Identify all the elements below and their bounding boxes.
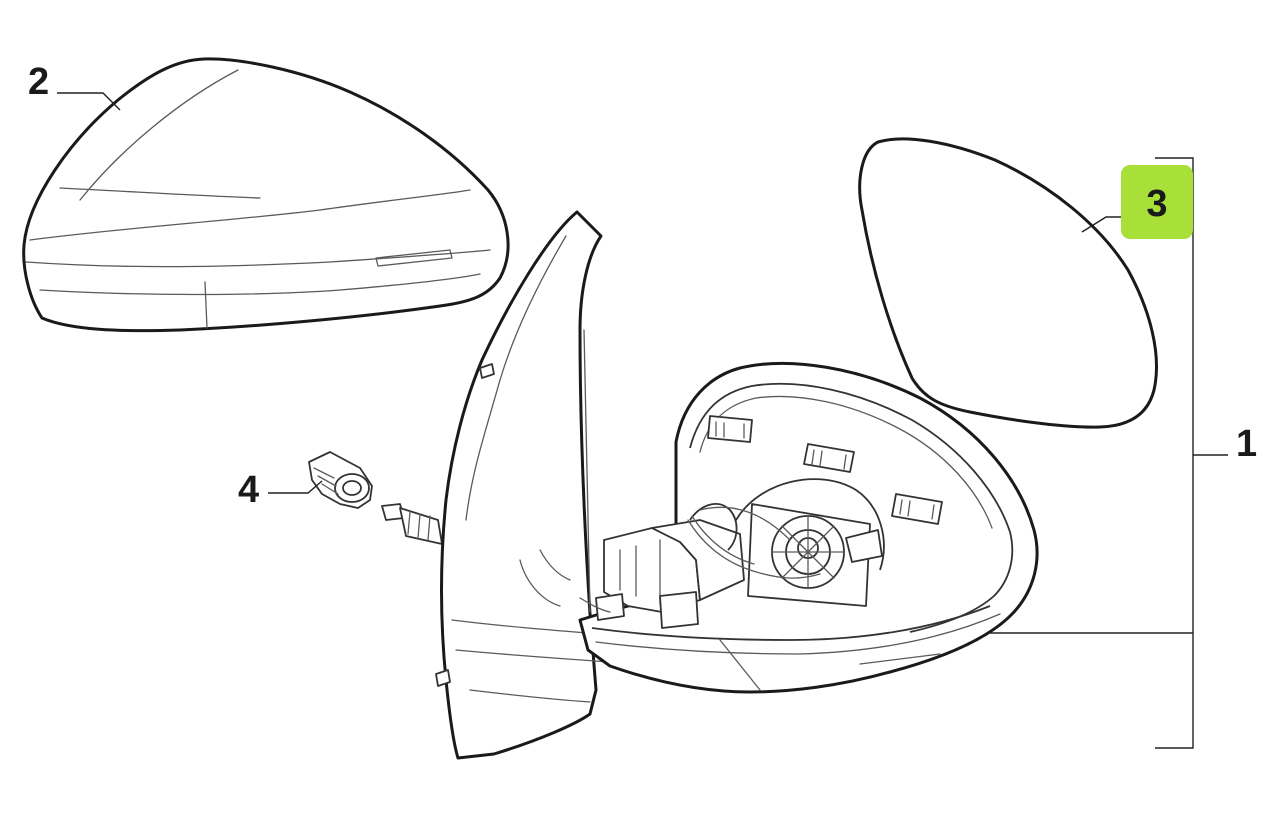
callout-2: 2 [28,61,49,103]
leader-line-2 [57,92,121,111]
leader-line-3 [1081,216,1121,233]
bulb[interactable] [381,503,443,545]
callout-4: 4 [238,469,259,511]
leader-line-4 [268,480,323,494]
callout-2-label: 2 [28,61,49,103]
callout-1: 1 [1236,423,1257,465]
mirror-glass[interactable] [858,137,1158,429]
mirror-housing-assembly[interactable] [435,210,1039,760]
bracket-line-1 [1155,157,1194,749]
callout-1-label: 1 [1236,423,1257,465]
bulb-socket[interactable] [308,451,373,509]
callout-4-label: 4 [238,469,259,511]
callout-3-label: 3 [1146,183,1167,225]
callout-3-highlight [1121,165,1193,239]
callout-3[interactable]: 3 [1121,165,1193,239]
mirror-cover-cap[interactable] [22,57,510,333]
